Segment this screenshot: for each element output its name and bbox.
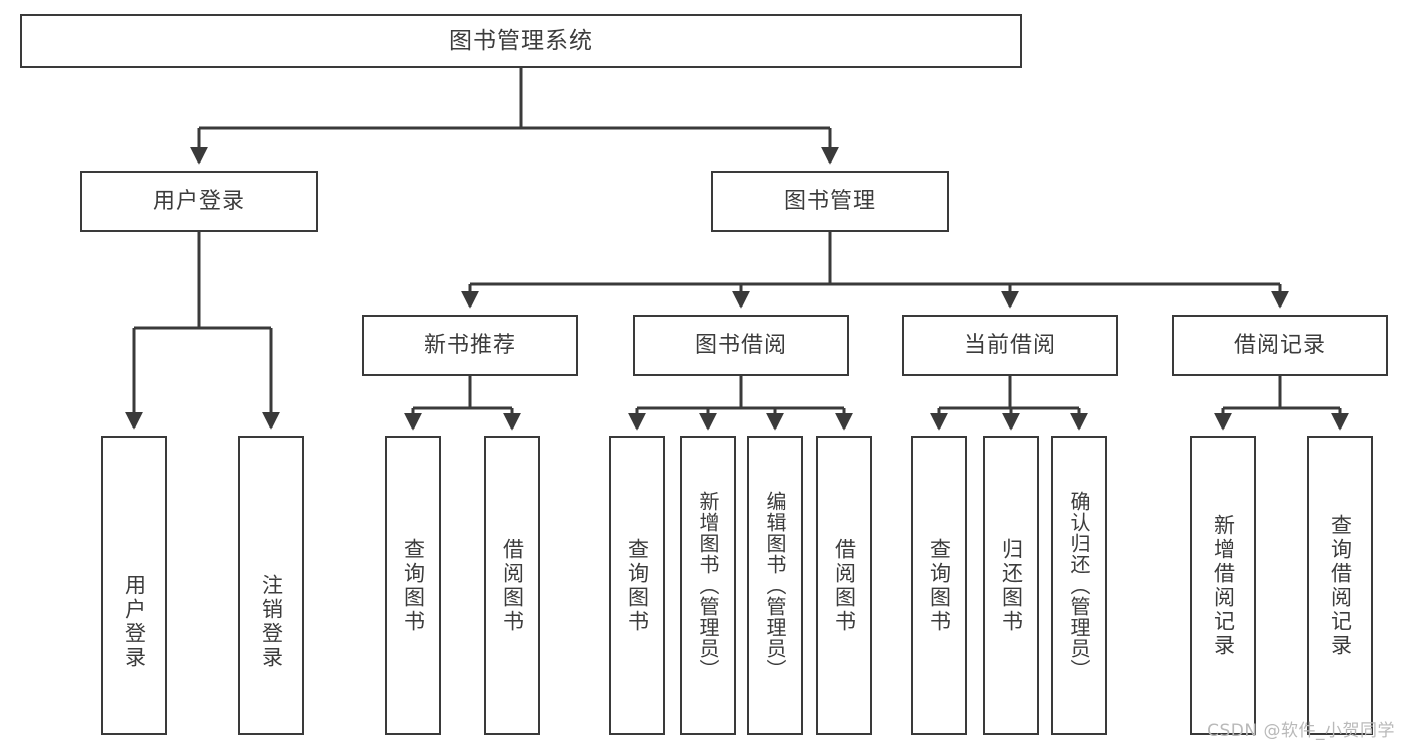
node-label: 图书借阅 xyxy=(694,332,787,358)
node-label: 查询图书 xyxy=(927,537,952,634)
node-label: 归还图书 xyxy=(999,537,1024,634)
node-new-book-recommend[interactable]: 新书推荐 xyxy=(362,315,578,376)
node-label: 借阅图书 xyxy=(500,537,525,634)
node-borrow-record[interactable]: 借阅记录 xyxy=(1172,315,1388,376)
node-label: 图书管理系统 xyxy=(449,27,593,54)
node-label: 当前借阅 xyxy=(963,332,1056,358)
node-leaf-return-book[interactable]: 归还图书 xyxy=(983,436,1039,735)
node-label: 图书管理 xyxy=(783,188,876,214)
node-label: 新增借阅记录 xyxy=(1211,513,1236,658)
node-label: 确认归还（管理员） xyxy=(1067,491,1091,680)
node-leaf-borrow-book-recommend[interactable]: 借阅图书 xyxy=(484,436,540,735)
node-label: 查询图书 xyxy=(625,537,650,634)
node-label: 借阅记录 xyxy=(1233,332,1326,358)
node-label: 注销登录 xyxy=(259,573,284,670)
node-label: 查询图书 xyxy=(401,537,426,634)
node-label: 借阅图书 xyxy=(832,537,857,634)
node-leaf-confirm-return-admin[interactable]: 确认归还（管理员） xyxy=(1051,436,1107,735)
node-book-borrow[interactable]: 图书借阅 xyxy=(633,315,849,376)
node-label: 编辑图书（管理员） xyxy=(763,491,787,680)
csdn-watermark: CSDN @软件_小贺同学 xyxy=(1207,721,1395,741)
node-user-login[interactable]: 用户登录 xyxy=(80,171,318,232)
node-leaf-query-book-recommend[interactable]: 查询图书 xyxy=(385,436,441,735)
node-leaf-borrow-book[interactable]: 借阅图书 xyxy=(816,436,872,735)
node-label: 查询借阅记录 xyxy=(1328,513,1353,658)
node-leaf-query-book-borrow[interactable]: 查询图书 xyxy=(609,436,665,735)
node-leaf-query-book-current[interactable]: 查询图书 xyxy=(911,436,967,735)
node-root-system[interactable]: 图书管理系统 xyxy=(20,14,1022,68)
node-label: 新增图书（管理员） xyxy=(696,491,720,680)
node-leaf-query-borrow-record[interactable]: 查询借阅记录 xyxy=(1307,436,1373,735)
node-leaf-user-login[interactable]: 用户登录 xyxy=(101,436,167,735)
node-label: 用户登录 xyxy=(122,573,147,670)
node-label: 用户登录 xyxy=(152,188,245,214)
node-leaf-add-borrow-record[interactable]: 新增借阅记录 xyxy=(1190,436,1256,735)
node-current-borrow[interactable]: 当前借阅 xyxy=(902,315,1118,376)
node-leaf-add-book-admin[interactable]: 新增图书（管理员） xyxy=(680,436,736,735)
node-label: 新书推荐 xyxy=(423,332,516,358)
node-leaf-edit-book-admin[interactable]: 编辑图书（管理员） xyxy=(747,436,803,735)
node-book-manage[interactable]: 图书管理 xyxy=(711,171,949,232)
node-leaf-logout[interactable]: 注销登录 xyxy=(238,436,304,735)
